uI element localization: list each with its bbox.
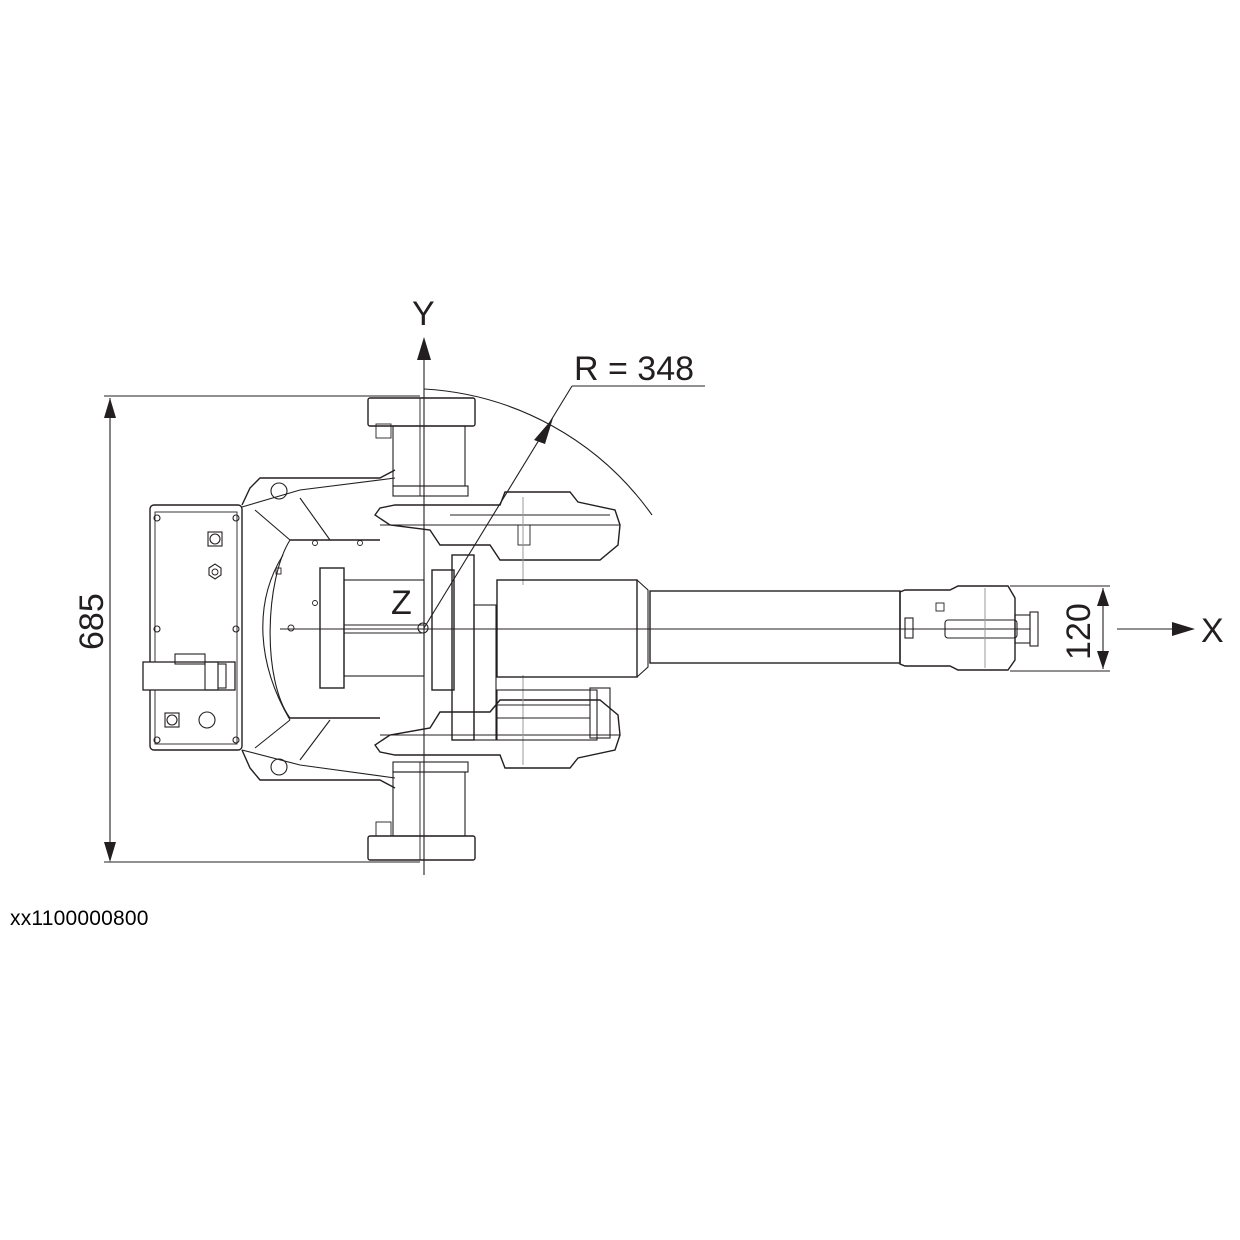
axis-flanges <box>319 554 497 741</box>
forearm <box>496 579 901 741</box>
radius-arrowhead-icon <box>534 418 553 444</box>
wrist-unit <box>899 585 1039 671</box>
y-axis-arrowhead-icon <box>417 337 431 360</box>
wrist-width-dimension: 120 <box>1010 585 1110 672</box>
working-range-radius: R = 348 <box>423 350 705 629</box>
dim-arrow-up-icon <box>1097 588 1109 606</box>
height-dimension: 685 <box>73 395 420 863</box>
dim-arrow-down-icon <box>104 842 116 862</box>
radius-label: R = 348 <box>574 350 694 388</box>
x-axis-label: X <box>1201 612 1224 650</box>
dim-arrow-up-icon <box>104 398 116 418</box>
height-dimension-label: 685 <box>73 593 111 650</box>
figure-id-caption: xx1100000800 <box>10 907 149 930</box>
z-axis-label: Z <box>391 584 412 622</box>
y-axis-label: Y <box>412 295 435 333</box>
wrist-width-label: 120 <box>1060 603 1098 660</box>
x-axis-arrowhead-icon <box>1172 622 1195 636</box>
axis-motor-upper <box>367 397 476 497</box>
upper-arm-housing <box>374 491 621 769</box>
robot-base <box>241 469 396 789</box>
y-axis: Y <box>412 295 435 875</box>
dim-arrow-down-icon <box>1097 651 1109 669</box>
axis-motor-lower <box>367 761 476 861</box>
base-connector-panel <box>142 504 243 751</box>
